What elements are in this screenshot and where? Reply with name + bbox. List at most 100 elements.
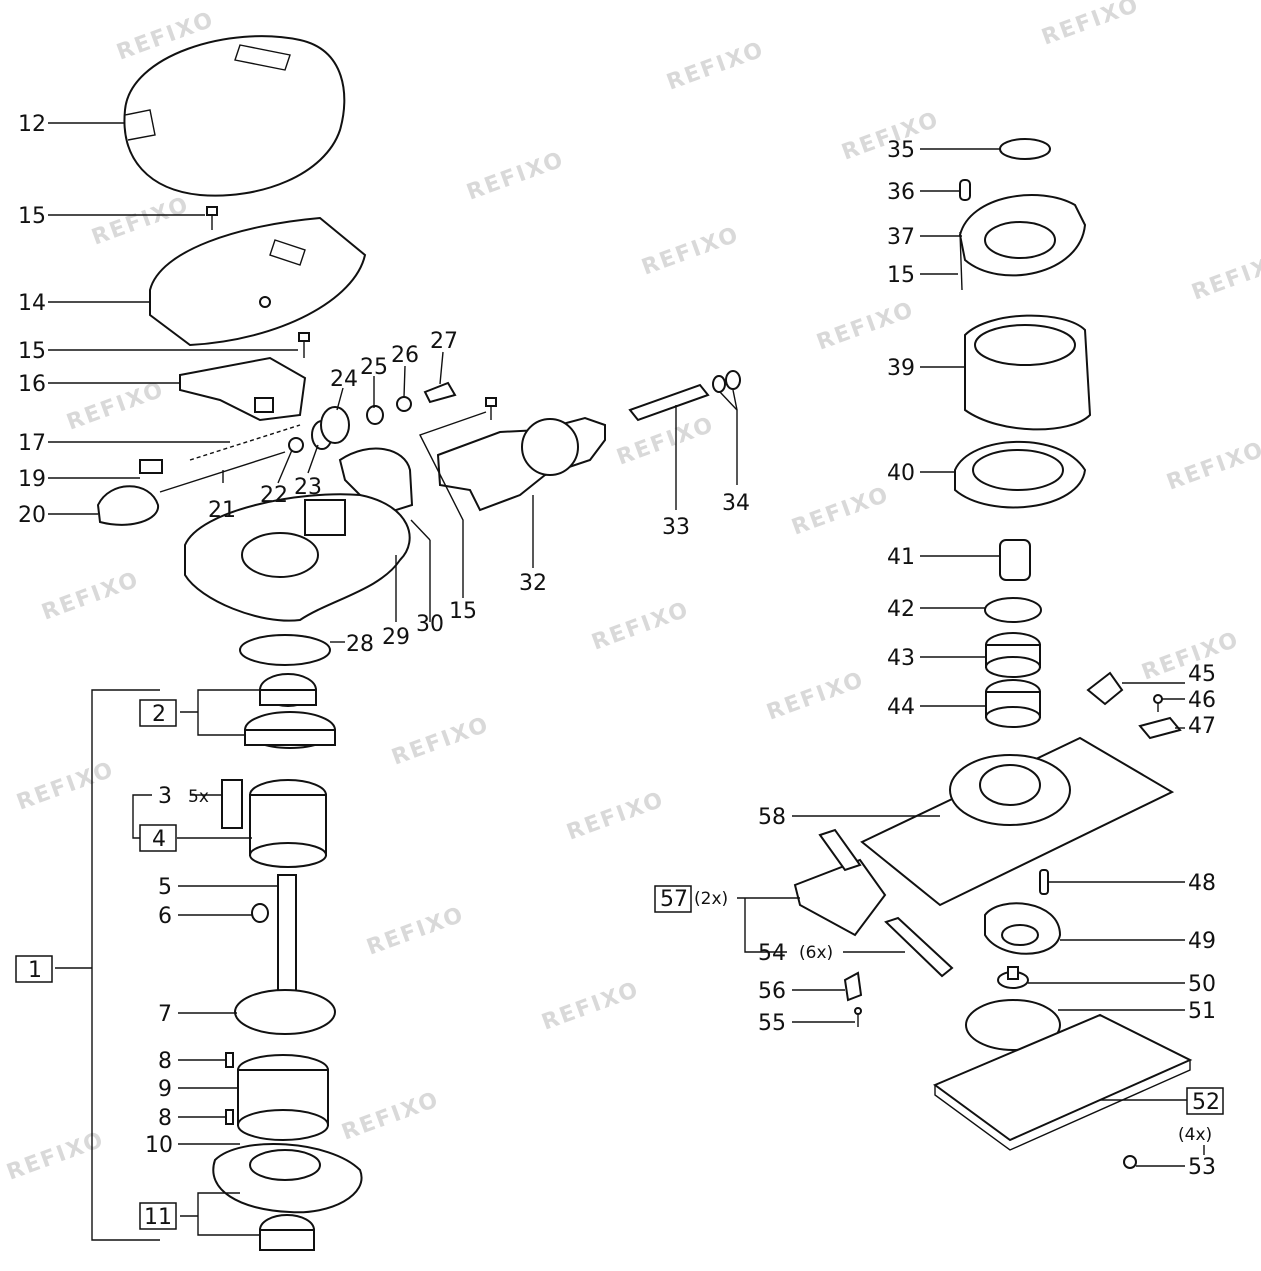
label-11: 11 xyxy=(144,1205,172,1230)
watermark: REFIXO xyxy=(539,977,643,1035)
label-19: 19 xyxy=(18,467,46,492)
part-58-base-plate xyxy=(860,736,1175,907)
watermark: REFIXO xyxy=(614,412,718,470)
part-8-pin-b xyxy=(225,1109,234,1125)
watermark: REFIXO xyxy=(464,147,568,205)
label-43: 43 xyxy=(887,646,915,671)
label-56: 56 xyxy=(758,979,786,1004)
part-30-side-cover xyxy=(338,447,414,517)
label-15: 15 xyxy=(887,263,915,288)
label-57: 57 xyxy=(660,887,688,912)
label-47: 47 xyxy=(1188,714,1216,739)
label-16: 16 xyxy=(18,372,46,397)
label-6: 6 xyxy=(158,904,172,929)
label-54-qty: (6x) xyxy=(799,943,833,963)
part-43-bearing xyxy=(985,632,1041,678)
part-42-washer xyxy=(984,597,1042,623)
part-3-brush xyxy=(221,779,243,829)
part-55-screw xyxy=(854,1007,862,1027)
part-15-screw-b xyxy=(298,332,310,358)
label-8: 8 xyxy=(158,1106,172,1131)
part-46-screw xyxy=(1153,694,1163,712)
part-32-switch-gear xyxy=(436,416,606,512)
label-22: 22 xyxy=(260,483,288,508)
part-41-bolt xyxy=(999,539,1031,581)
label-15: 15 xyxy=(449,599,477,624)
label-34: 34 xyxy=(722,491,750,516)
part-4-commutator xyxy=(249,779,327,868)
part-7-disc xyxy=(234,989,336,1035)
label-14: 14 xyxy=(18,291,46,316)
label-44: 44 xyxy=(887,695,915,720)
part-12-cover xyxy=(123,35,346,197)
label-52: 52 xyxy=(1192,1090,1220,1115)
part-22-25-gears xyxy=(288,381,457,453)
part-33-shaft xyxy=(628,383,710,422)
part-19-block xyxy=(139,459,163,474)
part-20-knob xyxy=(96,485,160,526)
part-45-clip xyxy=(1086,671,1124,706)
part-56-clip xyxy=(843,971,863,1002)
part-29-motor-housing xyxy=(184,493,411,622)
label-49: 49 xyxy=(1188,929,1216,954)
part-8-pin xyxy=(225,1052,234,1068)
label-28: 28 xyxy=(346,632,374,657)
label-15: 15 xyxy=(18,339,46,364)
label-3: 3 xyxy=(158,784,172,809)
label-42: 42 xyxy=(887,597,915,622)
part-52-sanding-pad xyxy=(932,1013,1193,1151)
part-37-bearing-cap xyxy=(958,194,1087,277)
watermark: REFIXO xyxy=(89,192,193,250)
label-5: 5 xyxy=(158,875,172,900)
label-12: 12 xyxy=(18,112,46,137)
label-54: 54 xyxy=(758,941,786,966)
part-labels: 12 15 14 15 16 17 19 20 21 22 23 24 25 2… xyxy=(18,112,1220,1230)
label-27: 27 xyxy=(430,329,458,354)
watermark: REFIXO xyxy=(789,482,893,540)
label-39: 39 xyxy=(887,356,915,381)
part-5-shaft xyxy=(277,874,297,1006)
part-17-spring xyxy=(189,424,301,461)
label-15: 15 xyxy=(18,204,46,229)
part-40-seal-plate xyxy=(954,440,1087,509)
label-3-qty: 5x xyxy=(188,787,209,807)
part-36-pin xyxy=(959,179,971,201)
watermark: REFIXO xyxy=(664,37,768,95)
label-37: 37 xyxy=(887,225,915,250)
label-35: 35 xyxy=(887,138,915,163)
label-20: 20 xyxy=(18,503,46,528)
part-11-flange xyxy=(212,1143,363,1251)
part-53-screw xyxy=(1123,1155,1137,1169)
label-2: 2 xyxy=(152,702,166,727)
watermark: REFIXO xyxy=(1039,0,1143,51)
label-51: 51 xyxy=(1188,999,1216,1024)
label-23: 23 xyxy=(294,475,322,500)
part-15-screw xyxy=(206,206,218,230)
part-49-disc-cover xyxy=(984,902,1062,955)
label-32: 32 xyxy=(519,571,547,596)
part-54-rail xyxy=(884,916,954,978)
part-34-rings xyxy=(712,370,741,393)
watermark: REFIXO xyxy=(589,597,693,655)
watermark: REFIXO xyxy=(39,567,143,625)
watermark: REFIXO xyxy=(639,222,743,280)
label-9: 9 xyxy=(158,1077,172,1102)
label-26: 26 xyxy=(391,343,419,368)
part-47-clip xyxy=(1138,716,1182,740)
label-24: 24 xyxy=(330,367,358,392)
part-15-screw-d xyxy=(959,231,963,291)
label-17: 17 xyxy=(18,431,46,456)
label-57-qty: (2x) xyxy=(694,889,728,909)
part-44-bearing xyxy=(985,679,1041,728)
watermark: REFIXO xyxy=(339,1087,443,1145)
watermark: REFIXO xyxy=(1164,437,1261,495)
label-53: 53 xyxy=(1188,1155,1216,1180)
label-29: 29 xyxy=(382,625,410,650)
label-45: 45 xyxy=(1188,662,1216,687)
label-7: 7 xyxy=(158,1002,172,1027)
label-58: 58 xyxy=(758,805,786,830)
watermark: REFIXO xyxy=(64,377,168,435)
label-41: 41 xyxy=(887,545,915,570)
watermark: REFIXO xyxy=(364,902,468,960)
watermark: REFIXO xyxy=(1189,247,1261,305)
